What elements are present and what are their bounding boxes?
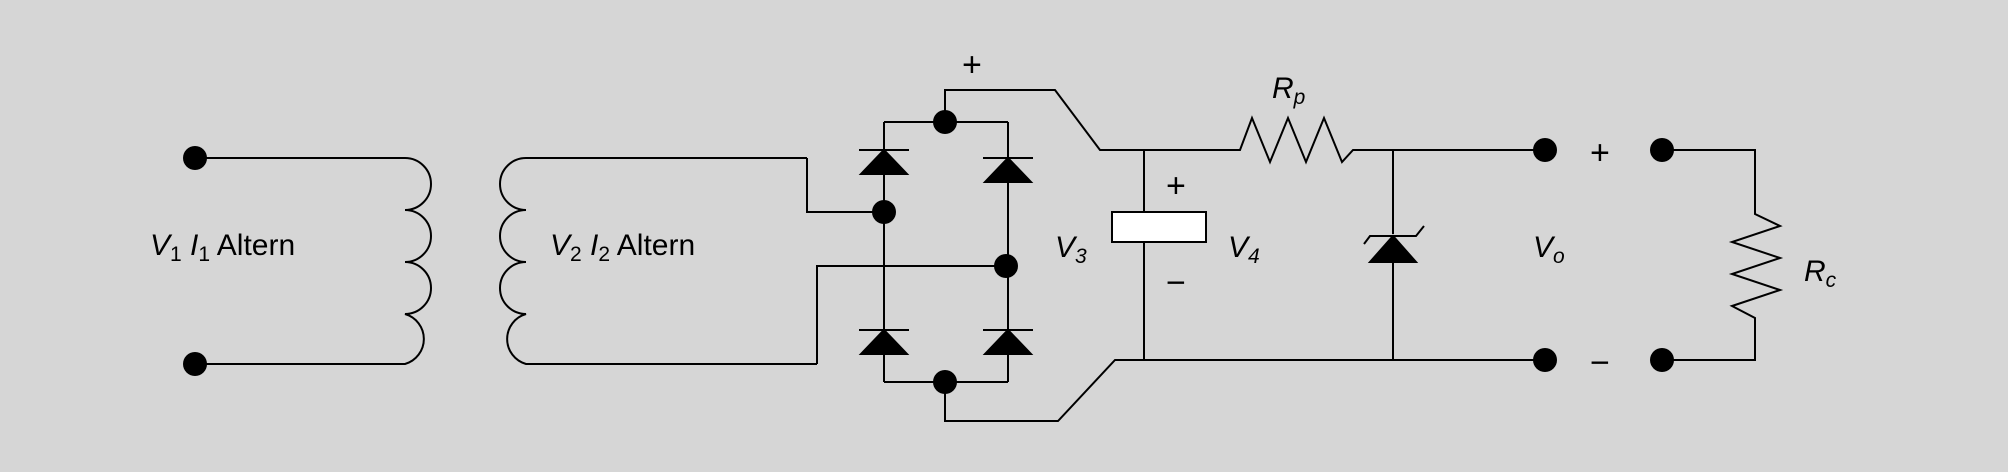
diode-bottom-right <box>982 328 1034 355</box>
v4-label: V4 <box>1228 231 1260 268</box>
secondary-coil <box>499 157 817 365</box>
resistor-rp <box>1235 115 1545 165</box>
v3-label: V3 <box>1055 231 1087 268</box>
load-circuit <box>1650 138 1784 372</box>
primary-label: V1 I1 Altern <box>150 229 295 266</box>
vo-label: Vo <box>1533 231 1565 268</box>
secondary-top-lead <box>806 158 884 213</box>
diode-top-left <box>858 148 910 175</box>
secondary-label: V2 I2 Altern <box>550 229 695 266</box>
secondary-bottom-lead <box>816 265 1005 364</box>
capacitor-minus-sign: − <box>1166 264 1186 302</box>
diode-top-right <box>982 156 1034 183</box>
load-minus-sign: − <box>1590 344 1610 382</box>
bridge-plus-sign: + <box>962 46 982 84</box>
load-plus-sign: + <box>1590 134 1610 172</box>
capacitor-body <box>1111 211 1207 243</box>
primary-coil <box>195 157 432 365</box>
top-switch-lead <box>944 89 1235 151</box>
bridge-left-node <box>872 200 896 224</box>
rc-label: Rc <box>1804 255 1837 292</box>
zener-diode <box>1363 150 1425 360</box>
resistor-rc <box>1662 149 1784 361</box>
rp-label: Rp <box>1272 72 1305 109</box>
output-top-terminal <box>1533 138 1557 162</box>
output-bottom-terminal <box>1533 348 1557 372</box>
diode-bottom-left <box>858 328 910 355</box>
primary-winding <box>183 146 432 376</box>
bottom-switch-lead <box>944 359 1540 422</box>
capacitor <box>1111 150 1207 360</box>
capacitor-plus-sign: + <box>1166 167 1186 205</box>
secondary-winding <box>499 157 817 365</box>
bridge-right-node <box>994 254 1018 278</box>
